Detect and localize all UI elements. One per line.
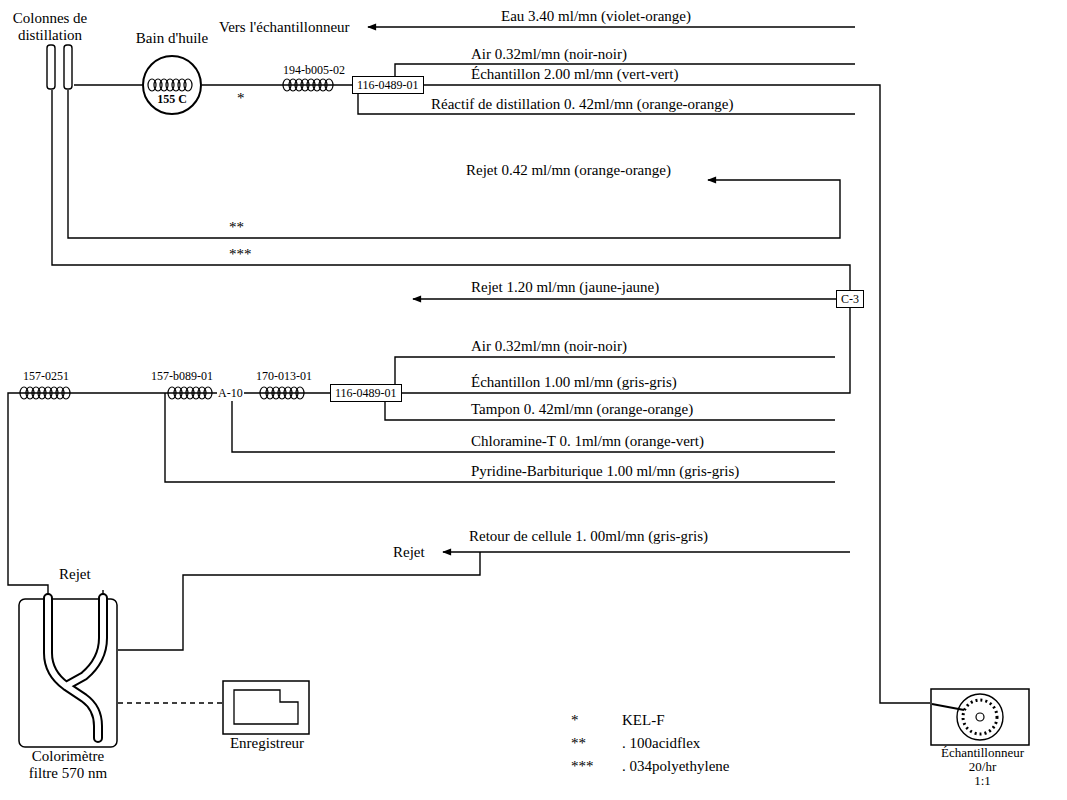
tubing-connector bbox=[8, 393, 330, 598]
tubing-connector bbox=[424, 85, 931, 703]
coil-group bbox=[20, 79, 333, 399]
legend-text: KEL-F bbox=[622, 712, 665, 728]
sampler-probe bbox=[932, 704, 964, 710]
coil-winding bbox=[204, 387, 212, 399]
sampler: Échantillonneur20/hr1:1 bbox=[930, 688, 1035, 788]
oil-bath-circle: 155 C bbox=[142, 55, 202, 115]
coil-winding bbox=[184, 79, 192, 91]
fitting-box: 116-0489-01 bbox=[352, 76, 424, 94]
waste-line bbox=[413, 298, 836, 299]
line-label: 157-b089-01 bbox=[150, 368, 214, 384]
coil-winding bbox=[296, 387, 304, 399]
instrument-label: 20/hr bbox=[930, 760, 1035, 774]
legend-text: . 034polyethylene bbox=[622, 758, 729, 774]
instrument-drawing bbox=[222, 680, 310, 735]
sample-cups bbox=[963, 700, 997, 734]
line-label: Échantillon 2.00 ml/mn (vert-vert) bbox=[470, 66, 679, 82]
node-heading: Bain d'huile bbox=[130, 30, 214, 47]
recorder-housing bbox=[223, 681, 309, 734]
line-label: Air 0.32ml/mn (noir-noir) bbox=[470, 46, 628, 62]
line-label: Échantillon 1.00 ml/mn (gris-gris) bbox=[470, 374, 678, 390]
tubing-connector bbox=[74, 84, 142, 85]
legend-text: . 100acidflex bbox=[622, 735, 700, 751]
water-line bbox=[368, 26, 855, 27]
sampler-housing bbox=[931, 689, 1029, 745]
pyridine-line bbox=[165, 393, 835, 482]
line-label: 194-b005-02 bbox=[282, 62, 346, 78]
line-label: * bbox=[570, 712, 580, 728]
buffer-line bbox=[385, 402, 835, 420]
cell-outlet-line bbox=[118, 552, 480, 650]
flow-cell bbox=[48, 598, 103, 738]
instrument-label: Enregistreur bbox=[222, 735, 312, 752]
recorder: Enregistreur bbox=[222, 680, 312, 752]
line-label: Eau 3.40 ml/mn (violet-orange) bbox=[500, 8, 692, 24]
line-label: *** bbox=[570, 758, 595, 774]
line-label: Rejet 0.42 ml/mn (orange-orange) bbox=[465, 162, 672, 178]
oil-bath-node: Bain d'huile 155 C bbox=[130, 30, 214, 115]
instrument-label: Colorimètre filtre 570 nm bbox=[18, 748, 118, 782]
fitting-box: 116-0489-01 bbox=[330, 384, 402, 402]
line-label: Pyridine-Barbiturique 1.00 ml/mn (gris-g… bbox=[470, 463, 740, 479]
line-label: A-10 bbox=[217, 385, 244, 401]
line-label: Air 0.32ml/mn (noir-noir) bbox=[470, 338, 628, 354]
instrument-outline bbox=[18, 598, 118, 748]
coil-winding bbox=[325, 79, 333, 91]
line-label: Rejet bbox=[392, 544, 426, 560]
coil-winding bbox=[62, 387, 70, 399]
line-label: ** bbox=[570, 735, 587, 751]
reagent-line bbox=[358, 94, 855, 114]
instrument-outline bbox=[930, 688, 1030, 746]
line-label: * bbox=[236, 90, 246, 106]
line-label: Chloramine-T 0. 1ml/mn (orange-vert) bbox=[470, 433, 705, 449]
tubing-connector bbox=[52, 90, 850, 290]
distillation-columns: Colonnes de distillation bbox=[4, 10, 96, 90]
fitting-box: C-3 bbox=[836, 290, 864, 308]
line-label: Rejet 1.20 ml/mn (jaune-jaune) bbox=[470, 279, 660, 295]
temperature: 155 C bbox=[142, 92, 202, 106]
instrument-drawing bbox=[930, 688, 1030, 746]
line-label: 157-0251 bbox=[22, 368, 70, 384]
colorimeter-housing bbox=[19, 599, 117, 747]
line-label: Réactif de distillation 0. 42ml/mn (oran… bbox=[430, 96, 734, 112]
line-label: Retour de cellule 1. 00ml/mn (gris-gris) bbox=[468, 528, 709, 544]
line-label: Tampon 0. 42ml/mn (orange-orange) bbox=[470, 401, 694, 417]
instrument-drawing bbox=[18, 598, 118, 748]
tubing-connector bbox=[402, 308, 851, 393]
line-label: ** bbox=[228, 219, 245, 235]
instrument-label: 1:1 bbox=[930, 774, 1035, 788]
column-pair bbox=[46, 44, 74, 90]
column-drawing bbox=[46, 44, 74, 90]
fitting-number: C-3 bbox=[841, 292, 859, 306]
colorimeter: Colorimètre filtre 570 nm bbox=[18, 598, 118, 782]
signal-link bbox=[118, 702, 222, 703]
column-tube bbox=[64, 45, 72, 89]
oil-bath-drawing bbox=[142, 55, 202, 115]
line-label: Rejet bbox=[58, 566, 92, 582]
oil-bath bbox=[143, 56, 201, 114]
sample-tray bbox=[957, 694, 1003, 740]
node-heading: Colonnes de distillation bbox=[4, 10, 96, 44]
return-line bbox=[443, 551, 850, 552]
chloramine-line bbox=[232, 401, 835, 452]
line-label: 170-013-01 bbox=[255, 368, 313, 384]
instrument-label: Échantillonneur bbox=[930, 746, 1035, 760]
line-label: Vers l'échantillonneur bbox=[218, 19, 351, 35]
fitting-number: 116-0489-01 bbox=[335, 386, 397, 400]
instrument-outline bbox=[222, 680, 310, 735]
tubing-connector bbox=[202, 84, 352, 85]
fitting-number: 116-0489-01 bbox=[357, 78, 419, 92]
line-label: *** bbox=[228, 246, 253, 262]
recorder-screen bbox=[234, 690, 298, 724]
column-tube bbox=[47, 45, 55, 89]
tray-hub bbox=[976, 713, 984, 721]
